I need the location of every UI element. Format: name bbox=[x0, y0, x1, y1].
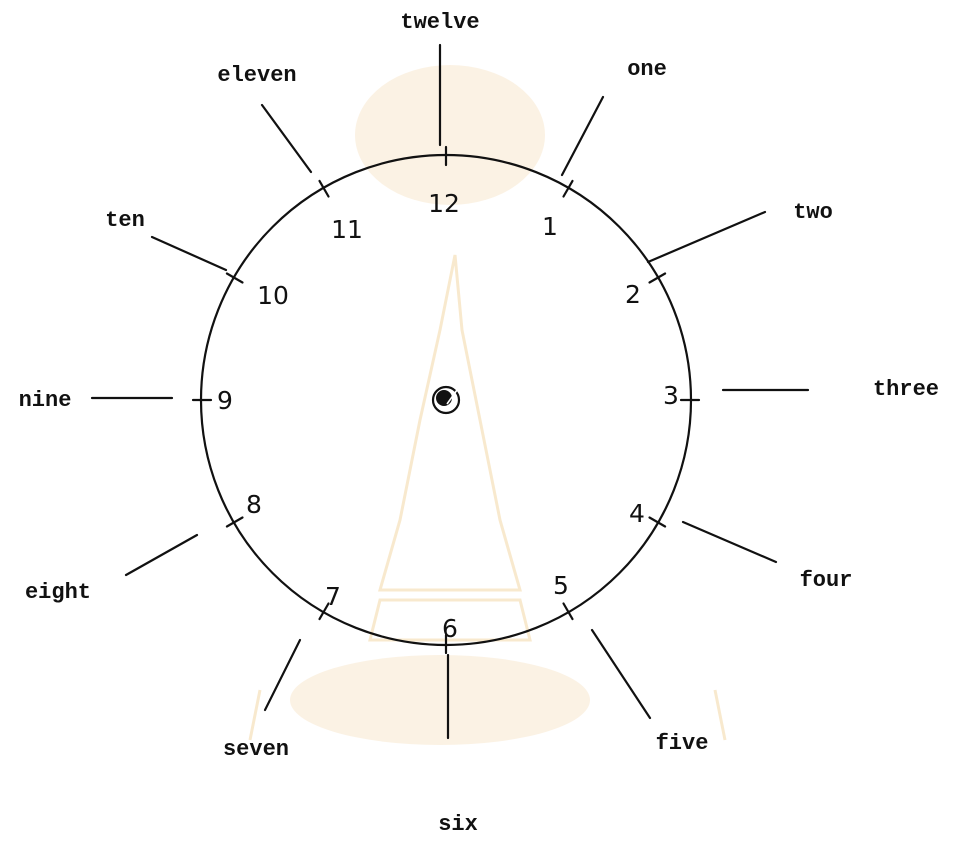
numeral-8: 8 bbox=[246, 490, 262, 519]
numeral-4: 4 bbox=[629, 499, 645, 528]
numeral-3: 3 bbox=[663, 381, 679, 410]
leader-line-two bbox=[648, 212, 765, 262]
word-six: six bbox=[438, 812, 478, 837]
numeral-6: 6 bbox=[442, 614, 458, 643]
word-eleven: eleven bbox=[217, 63, 296, 88]
word-five: five bbox=[656, 731, 709, 756]
word-four: four bbox=[800, 568, 853, 593]
word-eight: eight bbox=[25, 580, 91, 605]
leader-line-ten bbox=[152, 237, 226, 270]
hour-numerals: 12 1 2 3 4 5 6 7 8 9 10 11 bbox=[217, 189, 679, 643]
numeral-9: 9 bbox=[217, 386, 233, 415]
word-two: two bbox=[793, 200, 833, 225]
numeral-11: 11 bbox=[331, 215, 363, 244]
word-one: one bbox=[627, 57, 667, 82]
leader-line-eleven bbox=[262, 105, 311, 172]
numeral-12: 12 bbox=[428, 189, 460, 218]
numeral-7: 7 bbox=[325, 582, 341, 611]
word-seven: seven bbox=[223, 737, 289, 762]
word-three: three bbox=[873, 377, 939, 402]
leader-line-one bbox=[562, 97, 603, 175]
word-twelve: twelve bbox=[400, 10, 479, 35]
leader-line-five bbox=[592, 630, 650, 718]
numeral-1: 1 bbox=[542, 212, 558, 241]
watermark-emblem bbox=[250, 65, 725, 745]
numeral-10: 10 bbox=[257, 281, 289, 310]
center-hub bbox=[433, 387, 459, 413]
leader-line-four bbox=[683, 522, 776, 562]
leader-line-eight bbox=[126, 535, 197, 575]
word-nine: nine bbox=[19, 388, 72, 413]
word-ten: ten bbox=[105, 208, 145, 233]
numeral-2: 2 bbox=[625, 280, 641, 309]
numeral-5: 5 bbox=[553, 571, 569, 600]
